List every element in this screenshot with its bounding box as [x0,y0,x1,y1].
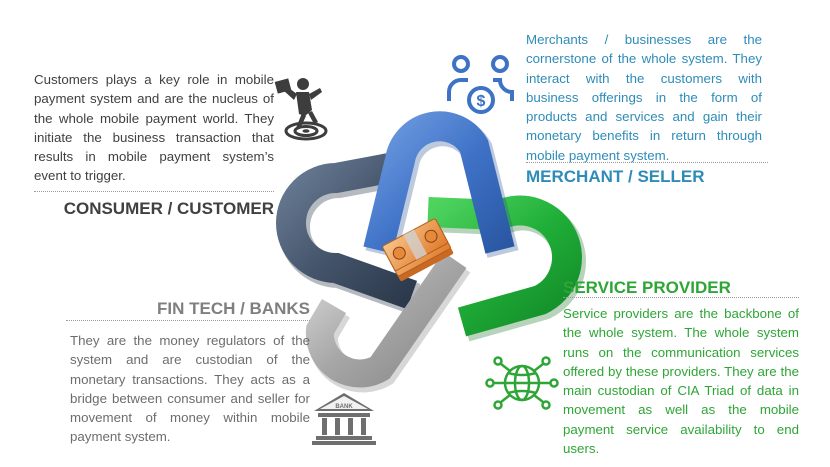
consumer-title: CONSUMER / CUSTOMER [63,199,274,218]
dollar-sign: $ [477,93,486,110]
merchant-divider [526,162,768,163]
link-merchant [363,111,519,258]
bank-icon-label: BANK [335,404,353,410]
link-fintech [305,252,471,393]
service-provider-divider [563,297,799,298]
merchant-description: Merchants / businesses are the cornersto… [526,32,762,163]
merchant-title: MERCHANT / SELLER [526,167,705,186]
fintech-description: They are the money regulators of the sys… [70,333,310,445]
fintech-divider [66,320,310,321]
person-target-icon [274,78,328,141]
link-consumer [276,151,421,315]
service-provider-title: SERVICE PROVIDER [563,278,731,297]
link-service-provider [427,195,586,342]
consumer-description: Customers plays a key role in mobile pay… [34,72,274,184]
service-provider-description: Service providers are the backbone of th… [563,306,799,457]
people-money-icon [447,55,514,114]
fintech-title: FIN TECH / BANKS [157,299,310,318]
consumer-divider [34,191,274,192]
money-stack-icon [382,218,454,282]
network-globe-icon [485,356,559,410]
bank-icon [312,393,376,445]
